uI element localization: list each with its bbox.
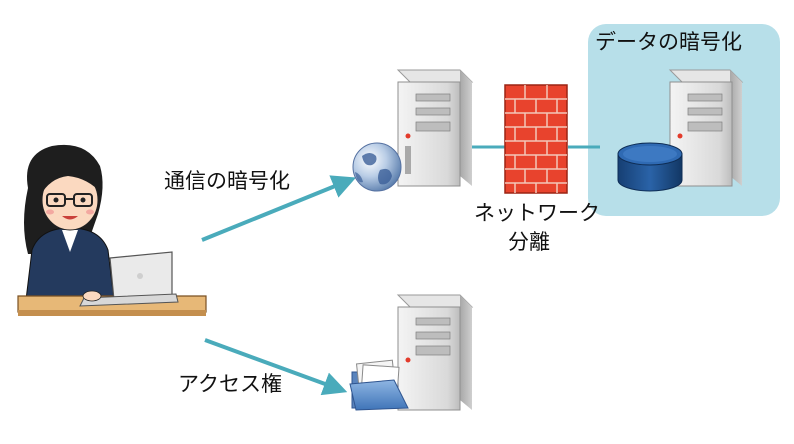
database-icon — [617, 142, 683, 192]
communication-encryption-label: 通信の暗号化 — [164, 169, 290, 193]
server-icon — [396, 294, 474, 411]
access-rights-label: アクセス権 — [178, 372, 282, 396]
arrow-to-web-server — [201, 175, 357, 242]
globe-icon — [352, 142, 402, 192]
network-separation-label-line2: 分離 — [508, 230, 550, 254]
person-at-laptop-icon — [17, 144, 207, 316]
folder-icon — [349, 359, 409, 411]
server-icon — [396, 69, 474, 187]
data-encryption-label: データの暗号化 — [595, 30, 742, 54]
network-separation-label-line1: ネットワーク — [474, 201, 600, 225]
firewall-icon — [504, 84, 568, 194]
arrow-to-file-server — [204, 338, 348, 396]
